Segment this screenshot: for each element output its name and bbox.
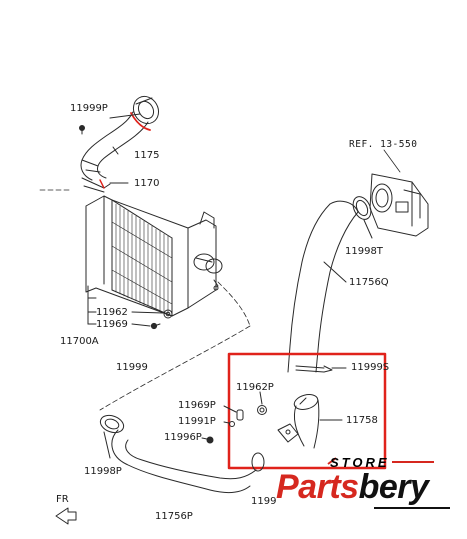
clamp-11998t [352, 196, 373, 239]
label-11999s: 11999S [351, 362, 390, 373]
pipe-11758 [277, 394, 320, 449]
label-fr: FR [56, 494, 69, 505]
label-11999: 11999 [116, 362, 148, 373]
clip-11999s [295, 365, 347, 373]
logo-swoosh [327, 457, 450, 509]
label-11991p: 11991P [178, 416, 216, 427]
leader-11999p-top [109, 113, 141, 119]
connector-1170 [81, 177, 111, 193]
upper-intake-pipe [80, 111, 149, 181]
clip-11991p [223, 421, 235, 427]
label-11700a: 11700A [60, 336, 99, 347]
logo-brand-part2: bery [358, 468, 429, 506]
bolt-11969 [150, 322, 161, 330]
label-11969: 11969 [96, 319, 128, 330]
bolt-11962 [163, 309, 173, 319]
label-11756q: 11756Q [349, 277, 389, 288]
leader-1175 [112, 146, 119, 155]
intercooler-core [85, 195, 223, 317]
bolt-11962p [257, 391, 267, 415]
upper-hose-clamp [132, 95, 160, 125]
logo-brand-text: Partsbery [276, 468, 429, 506]
pipe-11756q [287, 200, 359, 373]
label-11758: 11758 [346, 415, 378, 426]
clamp-11998p [99, 414, 125, 459]
ref-label: REF. 13-550 [349, 139, 418, 150]
label-1199-bottom: 1199 [251, 496, 277, 507]
throttle-body [369, 149, 429, 237]
bolt-11996p [201, 436, 214, 444]
logo-store-text: STORE [330, 455, 390, 470]
partsbery-store-logo: STORE Partsbery [274, 452, 464, 514]
intercooler-fins [111, 203, 173, 316]
label-11999p-top: 11999P [70, 103, 108, 114]
pipe-11756p [111, 429, 265, 494]
label-1175: 1175 [134, 150, 160, 161]
label-11969p: 11969P [178, 400, 216, 411]
label-1170: 1170 [134, 178, 160, 189]
front-arrow-icon [55, 507, 77, 525]
label-11962p: 11962P [236, 382, 274, 393]
label-11998p: 11998P [84, 466, 122, 477]
logo-brand-part1: Parts [276, 468, 359, 506]
leader-11756q [323, 261, 347, 283]
label-11962: 11962 [96, 307, 128, 318]
label-11756p: 11756P [155, 511, 193, 522]
label-11998t: 11998T [345, 246, 383, 257]
bolt-11969p [223, 405, 244, 421]
bolt-11999p-top [79, 125, 85, 135]
routing-dashed-lines [39, 189, 251, 411]
label-11996p: 11996P [164, 432, 202, 443]
highlight-box [227, 352, 387, 470]
